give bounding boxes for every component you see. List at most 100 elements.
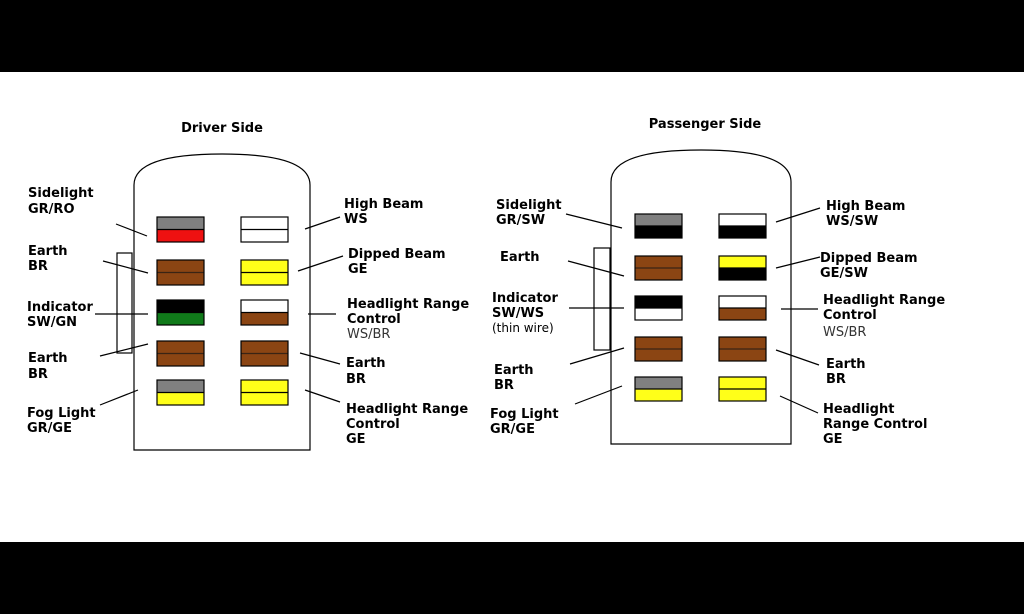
- wire-color-bottom: [157, 353, 204, 366]
- leader-line: [775, 207, 821, 223]
- connector-pin-right-5: [240, 379, 289, 406]
- label-line: Earth: [500, 250, 540, 265]
- leader-line: [99, 389, 139, 406]
- wire-color-bottom: [635, 268, 682, 280]
- pin-outline: [634, 295, 683, 321]
- label-line: BR: [346, 372, 366, 387]
- label-line: WS/BR: [347, 327, 390, 342]
- label-dipped-beam: Dipped Beam GE: [348, 247, 450, 277]
- leader-line: [304, 216, 341, 230]
- label-line: Headlight Range: [823, 293, 945, 308]
- leader-line: [297, 255, 344, 272]
- leader-line: [775, 256, 821, 269]
- label-line: Dipped Beam: [348, 247, 446, 262]
- wire-color-bottom: [241, 272, 288, 285]
- label-line: Earth: [28, 351, 68, 366]
- label-line: Indicator: [492, 291, 558, 306]
- label-line: Indicator: [27, 300, 93, 315]
- label-line: Headlight: [823, 402, 894, 417]
- pin-outline: [240, 340, 289, 367]
- connector-pin-left-3: [634, 295, 683, 321]
- leader-line: [299, 352, 341, 365]
- wire-color-bottom: [719, 389, 766, 401]
- passenger-side-title: Passenger Side: [649, 117, 762, 132]
- wire-color-bottom: [157, 229, 204, 242]
- pin-outline: [634, 213, 683, 239]
- label-line: GE: [346, 432, 366, 447]
- driver-right-labels: High Beam WS Dipped Beam GE Headlight Ra…: [344, 197, 469, 447]
- wire-color-top: [719, 377, 766, 389]
- pin-outline: [156, 340, 205, 367]
- label-high-beam: High Beam WS: [344, 197, 428, 227]
- label-line: High Beam: [826, 199, 905, 214]
- pin-outline: [634, 336, 683, 362]
- label-line: SW/WS: [492, 306, 544, 321]
- pin-outline: [240, 216, 289, 243]
- label-line: BR: [826, 372, 846, 387]
- wire-color-top: [635, 256, 682, 268]
- connector-pin-left-2: [156, 259, 205, 286]
- pin-outline: [156, 259, 205, 286]
- wire-color-bottom: [241, 229, 288, 242]
- label-line: (thin wire): [492, 321, 554, 335]
- wiring-diagram: Driver Side Sidelight: [0, 72, 1024, 542]
- wire-color-bottom: [157, 392, 204, 405]
- wire-color-top: [635, 296, 682, 308]
- pin-outline: [156, 216, 205, 243]
- label-earth-right: Earth BR: [826, 357, 870, 387]
- wire-color-bottom: [241, 312, 288, 325]
- wire-color-top: [157, 380, 204, 393]
- label-line: Earth: [826, 357, 866, 372]
- leader-line: [115, 223, 148, 237]
- pin-outline: [240, 299, 289, 326]
- wire-color-top: [719, 256, 766, 268]
- wire-color-bottom: [635, 308, 682, 320]
- wire-color-bottom: [635, 389, 682, 401]
- connector-pin-right-3: [240, 299, 289, 326]
- leader-line: [574, 385, 623, 405]
- connector-pin-right-2: [718, 255, 767, 281]
- label-line: Earth: [494, 363, 534, 378]
- leader-line: [775, 349, 820, 366]
- label-line: BR: [28, 367, 48, 382]
- connector-pin-left-1: [156, 216, 205, 243]
- label-earth-low: Earth BR: [494, 363, 538, 393]
- connector-pin-right-1: [240, 216, 289, 243]
- connector-pin-left-5: [156, 379, 205, 406]
- label-indicator: Indicator SW/WS (thin wire): [492, 291, 562, 335]
- label-sidelight: Sidelight GR/RO: [28, 186, 98, 217]
- wire-color-bottom: [635, 226, 682, 238]
- label-dipped-beam: Dipped Beam GE/SW: [820, 251, 922, 281]
- label-line: Headlight Range: [346, 402, 468, 417]
- leader-line: [569, 347, 625, 365]
- driver-pin-grid: [156, 216, 289, 406]
- pin-outline: [156, 379, 205, 406]
- label-earth-low: Earth BR: [28, 351, 72, 382]
- connector-pin-left-4: [156, 340, 205, 367]
- label-line: GR/RO: [28, 202, 75, 217]
- wire-color-bottom: [719, 268, 766, 280]
- label-headlight-range-2: Headlight Range Control GE: [823, 402, 932, 447]
- pin-outline: [718, 295, 767, 321]
- pin-outline: [240, 259, 289, 286]
- label-line: High Beam: [344, 197, 423, 212]
- passenger-side-panel: Passenger Side Sidelight GR/SW: [490, 117, 945, 447]
- leader-line: [102, 260, 149, 274]
- connector-pin-left-4: [634, 336, 683, 362]
- label-earth-top: Earth: [500, 250, 540, 265]
- wire-color-top: [157, 217, 204, 230]
- passenger-leader-lines: [565, 207, 821, 414]
- label-line: GE/SW: [820, 266, 868, 281]
- label-line: WS/BR: [823, 325, 866, 340]
- label-fog-light: Fog Light GR/GE: [27, 406, 100, 436]
- label-line: Sidelight: [28, 186, 94, 201]
- label-line: BR: [494, 378, 514, 393]
- wire-color-top: [719, 296, 766, 308]
- leader-line: [779, 395, 819, 414]
- pin-outline: [718, 376, 767, 402]
- driver-connector-clip: [116, 252, 133, 354]
- label-line: Fog Light: [27, 406, 96, 421]
- connector-pin-left-5: [634, 376, 683, 402]
- leader-line: [304, 389, 341, 403]
- label-line: Dipped Beam: [820, 251, 918, 266]
